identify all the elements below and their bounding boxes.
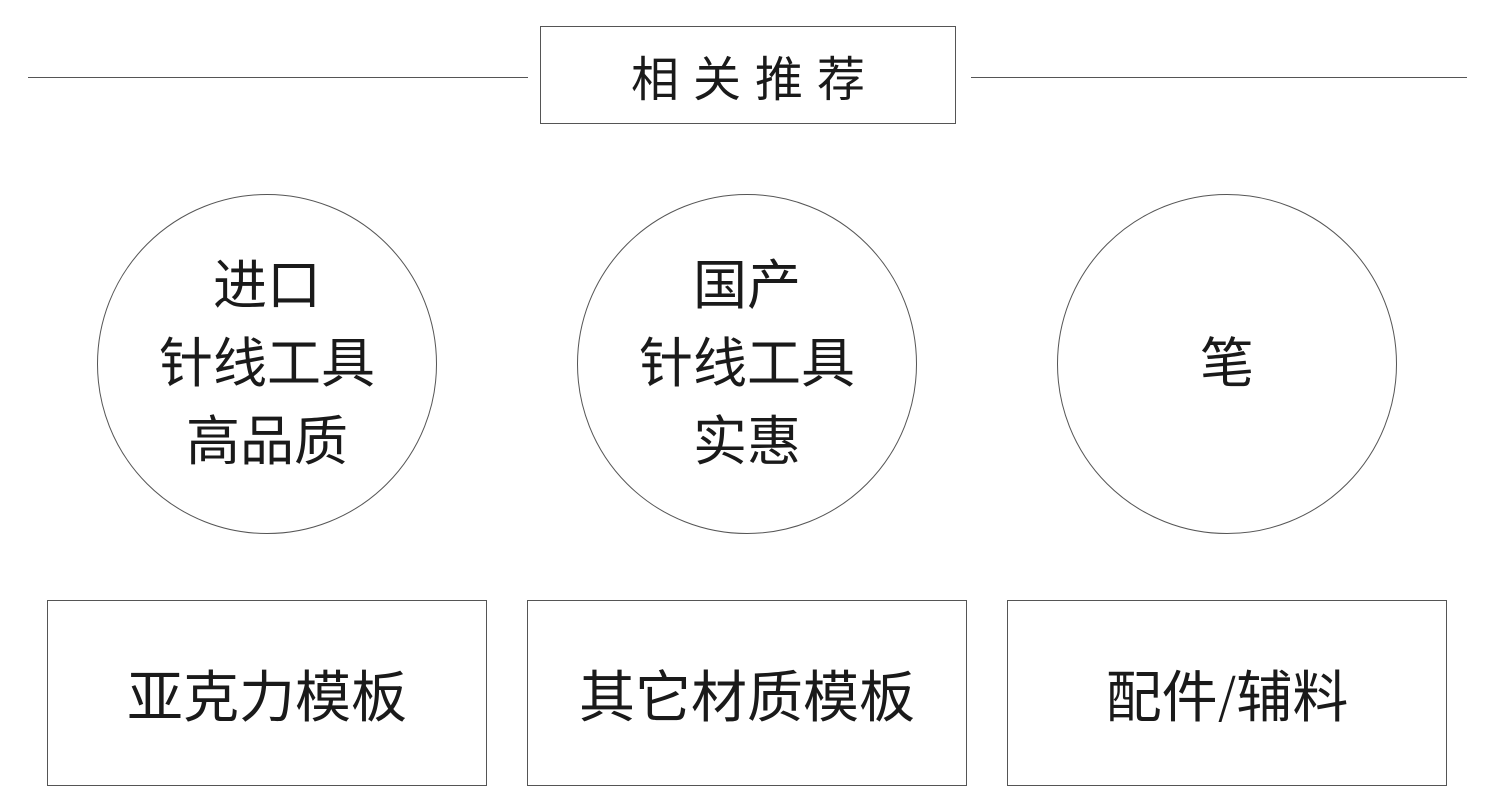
category-line: 实惠 [693,410,801,473]
category-line: 针线工具 [159,332,375,395]
category-line: 针线工具 [639,332,855,395]
section-title-box: 相关推荐 [540,26,956,124]
category-pens[interactable]: 笔 [1057,194,1397,534]
tile-label: 配件/辅料 [1105,665,1349,731]
title-divider-right [971,77,1467,78]
category-imported-sewing-tools[interactable]: 进口 针线工具 高品质 [97,194,437,534]
category-line: 笔 [1200,332,1254,395]
section-title: 相关推荐 [630,52,879,108]
tile-accessories[interactable]: 配件/辅料 [1007,600,1447,786]
tile-label: 其它材质模板 [579,665,915,731]
tile-other-material-templates[interactable]: 其它材质模板 [527,600,967,786]
title-divider-left [28,77,528,78]
tile-label: 亚克力模板 [127,665,407,731]
tile-acrylic-templates[interactable]: 亚克力模板 [47,600,487,786]
category-line: 国产 [693,254,801,317]
category-domestic-sewing-tools[interactable]: 国产 针线工具 实惠 [577,194,917,534]
category-line: 高品质 [186,410,348,473]
category-line: 进口 [213,254,321,317]
